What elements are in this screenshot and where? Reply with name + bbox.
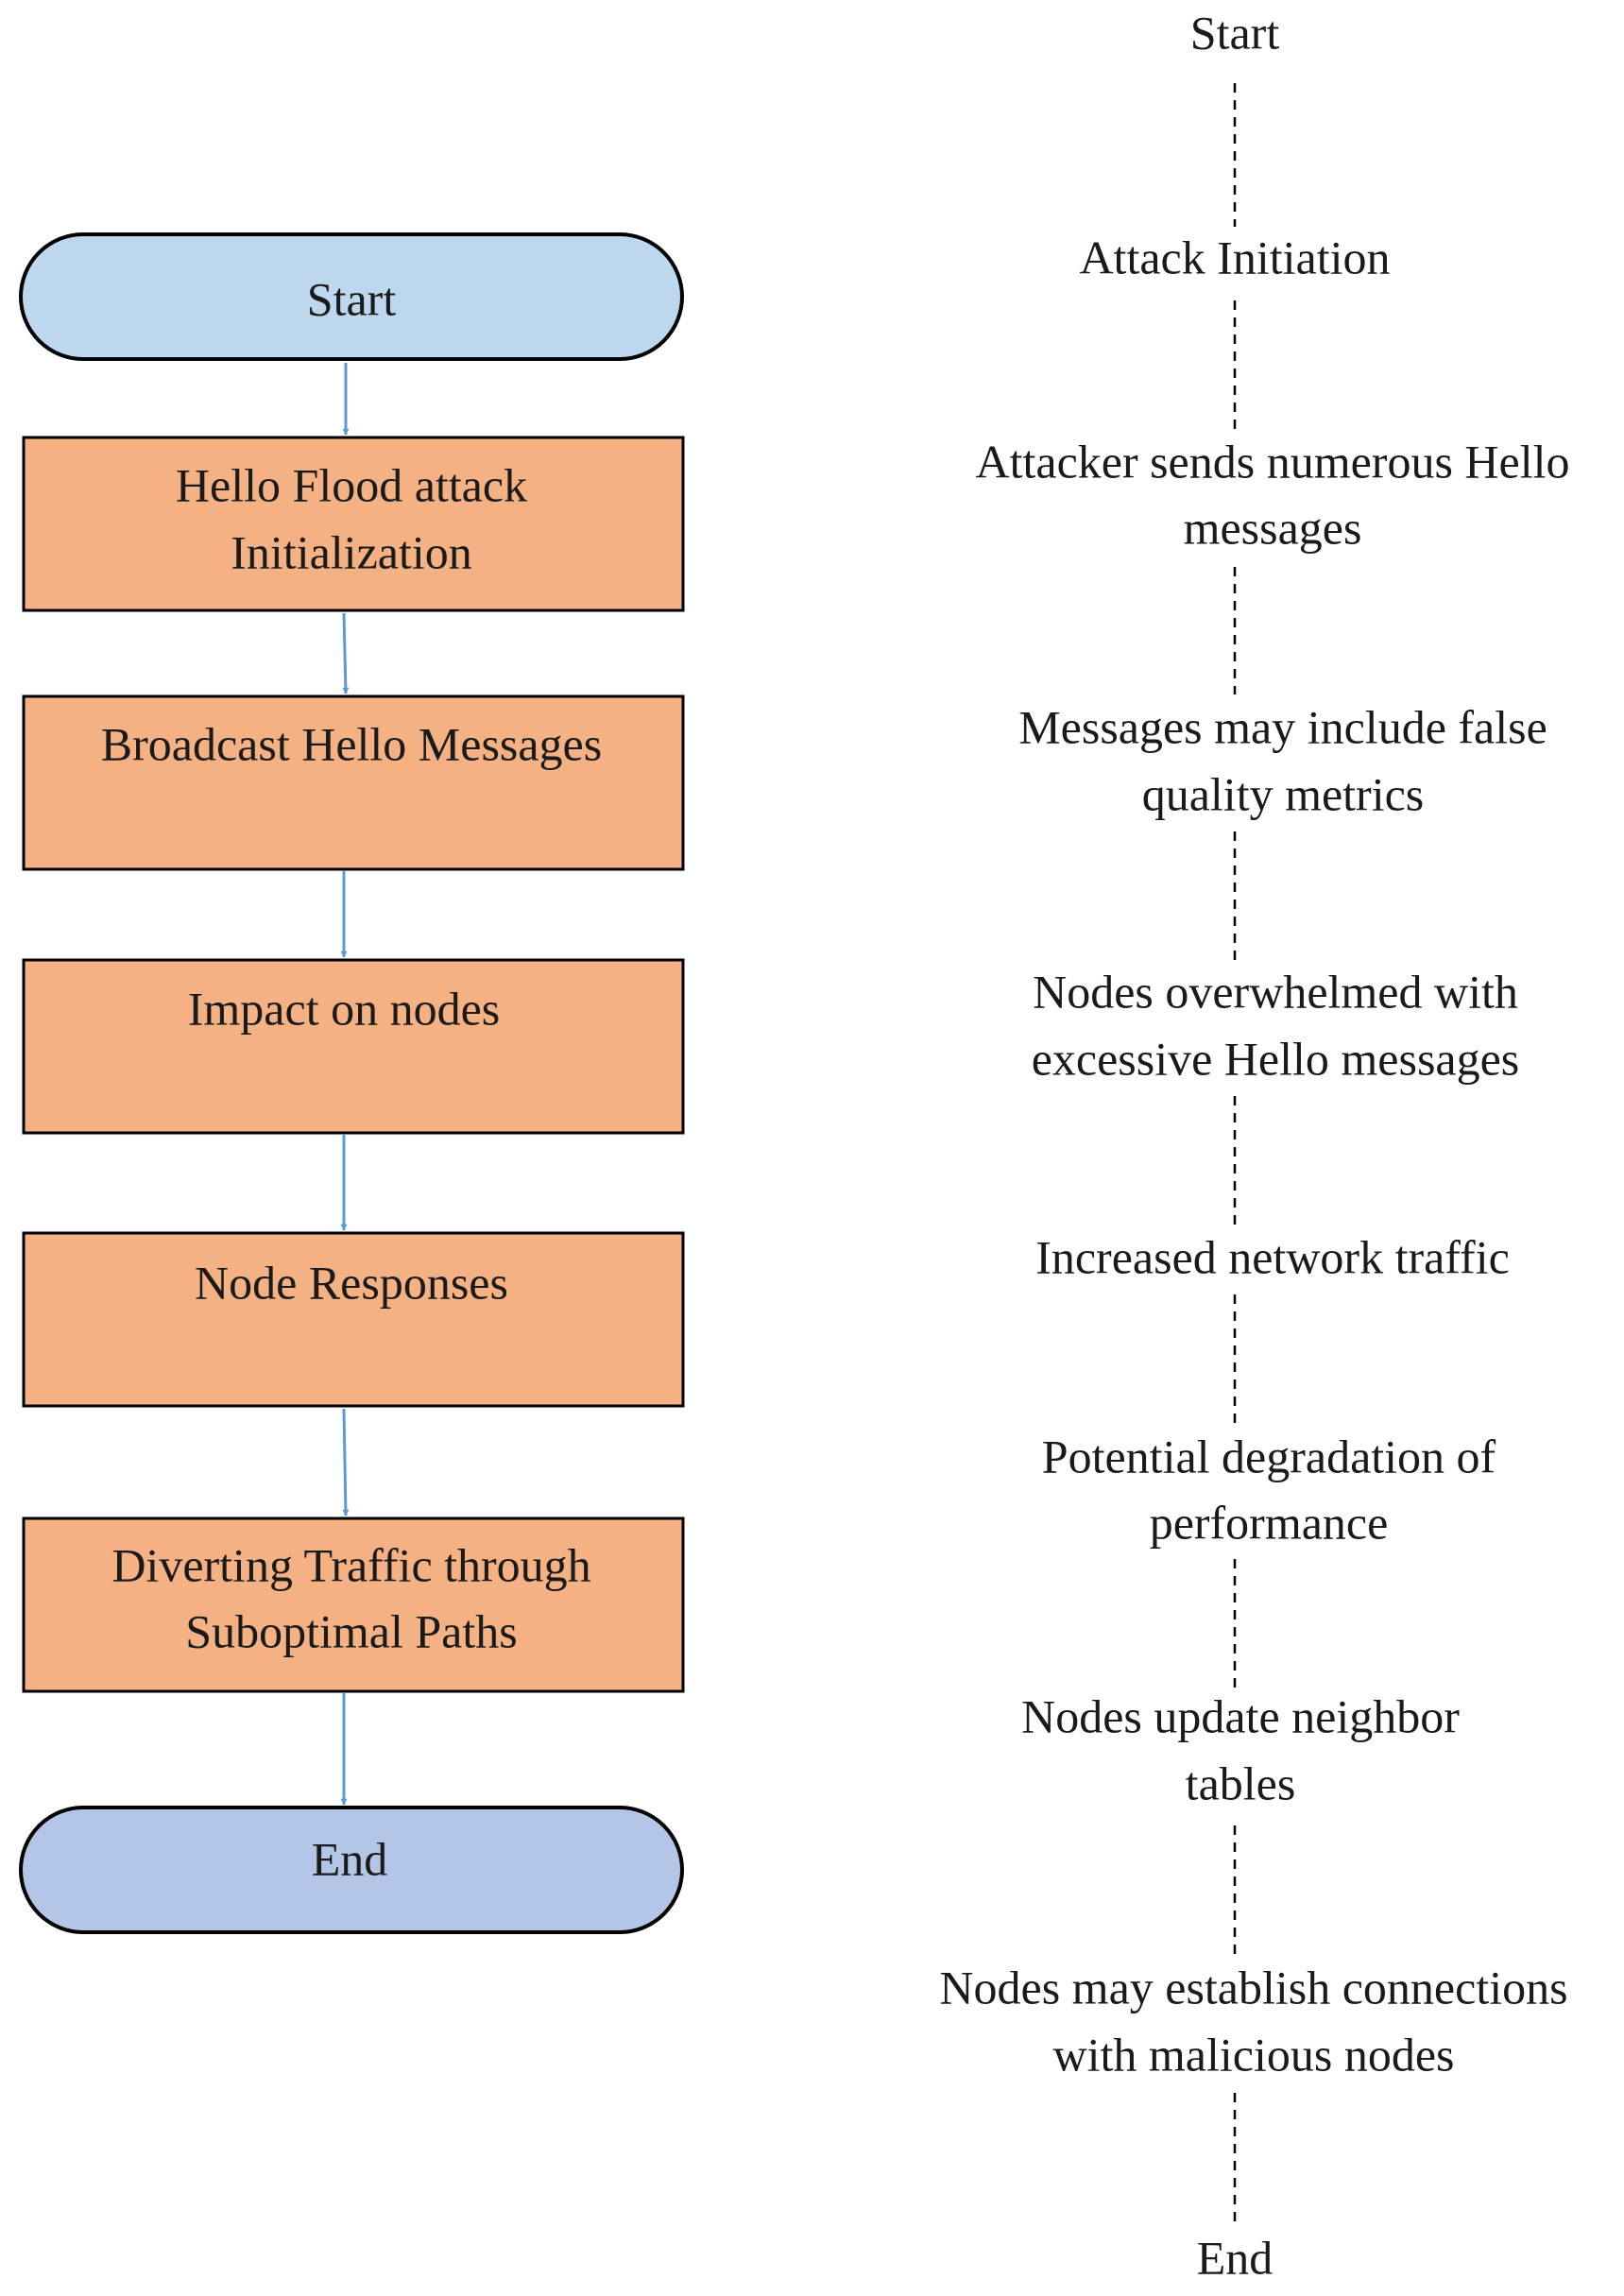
timeline-event-attack-initiation: Attack Initiation (1079, 231, 1390, 283)
flow-step-initialization: Hello Flood attack Initialization (22, 436, 685, 612)
flow-step-box (22, 436, 685, 612)
flow-step-box (22, 694, 685, 871)
flow-step-line: Suboptimal Paths (185, 1604, 517, 1657)
flow-step-box (22, 1516, 685, 1693)
flow-step-line: Impact on nodes (188, 982, 500, 1035)
timeline-event-line: messages (1184, 501, 1362, 554)
timeline-event-line: Nodes may establish connections (939, 1961, 1567, 2013)
timeline-event-line: quality metrics (1142, 767, 1425, 820)
timeline-event-line: performance (1150, 1496, 1389, 1549)
flow-step-responses: Node Responses (22, 1231, 685, 1408)
timeline-event-line: tables (1186, 1756, 1296, 1809)
flow-end-label: End (312, 1832, 388, 1885)
flow-end-shape (19, 1806, 684, 1934)
timeline-event-line: Nodes update neighbor (1021, 1689, 1460, 1742)
timeline-event-line: Attacker sends numerous Hello (975, 435, 1569, 488)
flow-step-impact: Impact on nodes (22, 958, 685, 1135)
flow-step-box (22, 958, 685, 1135)
timeline-end-label: End (1197, 2231, 1274, 2284)
flow-start-terminal: Start (19, 232, 684, 361)
flow-step-line: Broadcast Hello Messages (101, 717, 602, 770)
timeline-event-numerous-hello: Attacker sends numerous Hello messages (975, 435, 1569, 554)
timeline-event-line: Increased network traffic (1035, 1230, 1510, 1283)
timeline-event-false-metrics: Messages may include false quality metri… (1018, 700, 1547, 820)
flow-step-line: Hello Flood attack (176, 458, 527, 511)
timeline-event-malicious-connections: Nodes may establish connections with mal… (939, 1961, 1567, 2081)
timeline-start-label: Start (1190, 6, 1280, 59)
timeline-event-line: with malicious nodes (1053, 2028, 1455, 2081)
flow-step-line: Node Responses (195, 1256, 508, 1309)
flowchart: Start Hello Flood attack Initialization … (19, 232, 685, 1934)
flow-step-line: Diverting Traffic through (111, 1538, 590, 1591)
timeline-event-line: Messages may include false (1018, 700, 1547, 753)
flow-step-diverting: Diverting Traffic through Suboptimal Pat… (22, 1516, 685, 1693)
flow-end-terminal: End (19, 1806, 684, 1934)
timeline-event-line: excessive Hello messages (1032, 1032, 1520, 1085)
timeline-event-line: Potential degradation of (1042, 1430, 1496, 1482)
flow-step-box (22, 1231, 685, 1408)
timeline-event-degradation: Potential degradation of performance (1042, 1430, 1496, 1549)
timeline-event-neighbor-tables: Nodes update neighbor tables (1021, 1689, 1460, 1809)
flow-step-line: Initialization (231, 525, 471, 578)
timeline-event-overwhelmed: Nodes overwhelmed with excessive Hello m… (1032, 965, 1520, 1085)
flow-arrow (342, 612, 350, 694)
timeline: Start Attack Initiation Attacker sends n… (939, 6, 1569, 2284)
flow-start-shape (19, 232, 684, 361)
timeline-event-traffic: Increased network traffic (1035, 1230, 1510, 1283)
timeline-event-line: Nodes overwhelmed with (1033, 965, 1518, 1018)
flow-arrow (342, 1408, 350, 1516)
flow-step-broadcast: Broadcast Hello Messages (22, 694, 685, 871)
flow-start-label: Start (307, 272, 397, 325)
timeline-event-line: Attack Initiation (1079, 231, 1390, 283)
